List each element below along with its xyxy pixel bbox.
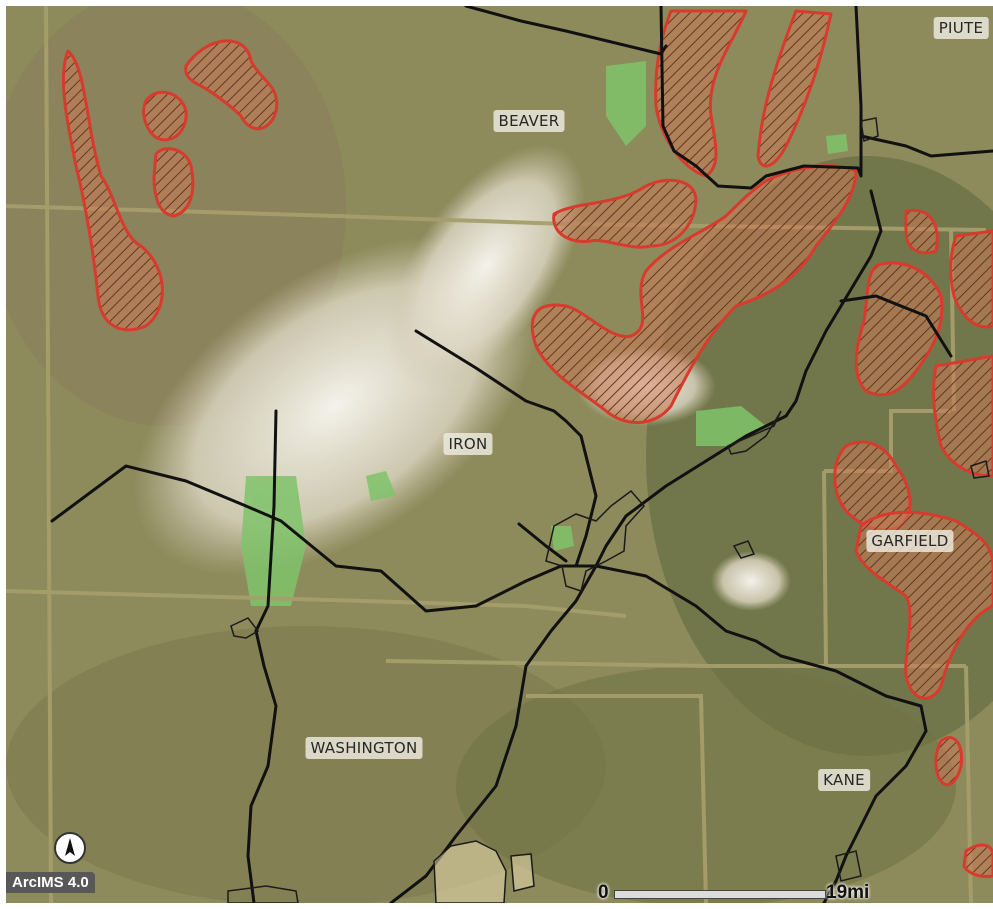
hatched-area [904,208,939,255]
hatched-areas [61,9,993,878]
county-line [385,659,966,668]
hatched-area [932,354,993,478]
scale-start-label: 0 [598,882,609,903]
hatched-area [152,147,195,218]
irrigated-field [696,406,766,446]
irrigated-fields [241,61,848,606]
north-arrow-icon [54,832,86,864]
hatched-area [184,39,279,130]
hatched-area [949,229,993,329]
hatched-area [934,736,964,787]
hatched-area [61,49,164,332]
north-arrow-glyph [65,838,75,856]
hatched-area [854,510,993,700]
road [414,329,598,568]
county-label-washington: WASHINGTON [305,737,423,759]
town-outline [732,540,756,559]
road [659,6,863,190]
county-label-garfield: GARFIELD [866,530,954,552]
road [594,189,883,568]
road [839,294,953,358]
town-outline [545,489,646,592]
irrigated-field [826,134,848,154]
town-outline [727,410,782,455]
county-label-iron: IRON [443,433,493,455]
roads [50,6,993,903]
irrigated-field [551,526,574,551]
hatched-area [142,90,188,142]
road [246,629,278,903]
irrigated-field [606,61,646,146]
county-label-beaver: BEAVER [493,110,565,132]
road [50,464,598,613]
hatched-area [756,9,833,168]
town-outline [835,850,862,882]
irrigated-field [241,476,306,606]
towns [227,117,990,903]
arcims-version-badge: ArcIMS 4.0 [6,872,95,893]
salt-flat [387,144,585,388]
map-canvas[interactable]: BEAVER PIUTE IRON GARFIELD WASHINGTON KA… [6,6,993,903]
scale-bar-track [614,890,826,899]
hatched-area [552,178,698,249]
town-outline [227,885,299,903]
county-line [526,694,708,903]
county-label-kane: KANE [818,769,870,791]
town-outline [970,460,990,479]
town-outline [860,117,879,143]
hatched-area [530,164,858,424]
salt-flat [711,551,791,611]
county-line [822,470,828,667]
town-outline [510,853,535,892]
road [594,564,928,903]
county-line [6,589,627,618]
map-graphics [6,6,993,903]
scale-bar: 0 19mi [594,880,894,903]
road [859,134,993,158]
road [254,409,278,633]
road [517,522,568,563]
county-line [44,6,53,903]
town-outline [230,617,260,639]
terrain-shade [456,666,956,903]
county-label-piute: PIUTE [933,17,989,39]
hatched-area [962,843,993,878]
irrigated-field [366,471,396,501]
scale-end-label: 19mi [826,882,870,903]
town-outline [433,840,507,903]
